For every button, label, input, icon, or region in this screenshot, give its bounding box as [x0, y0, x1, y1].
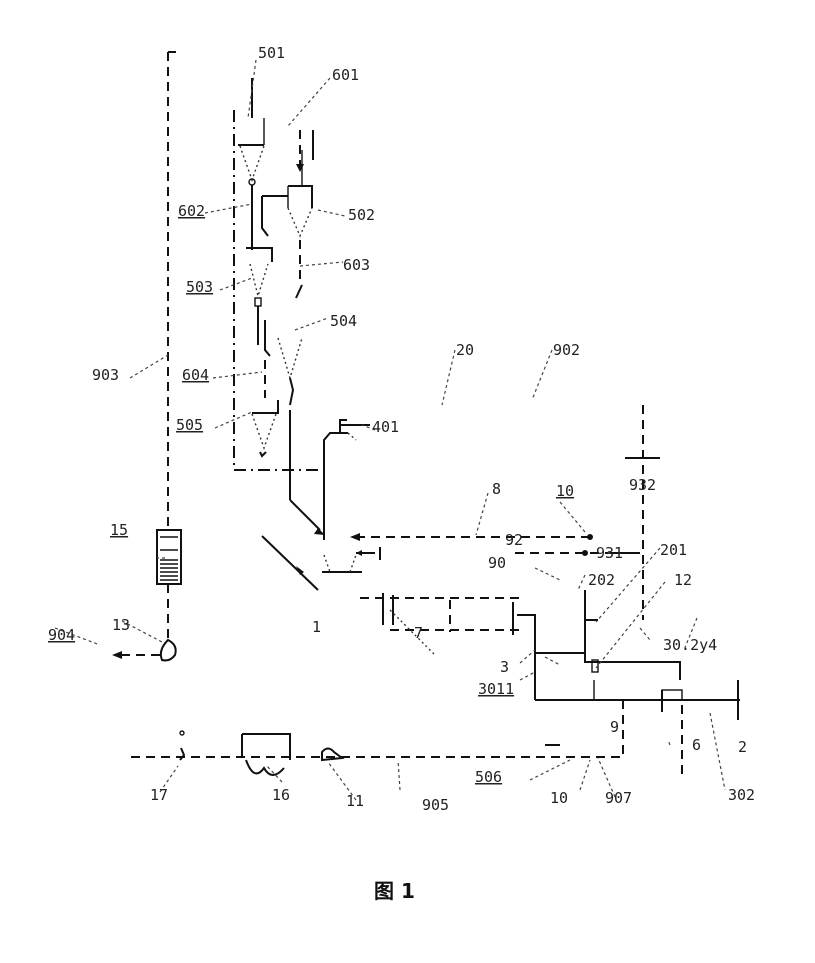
figure-caption: 图 1 [374, 879, 415, 903]
label-603: 603 [343, 256, 370, 274]
label-17: 17 [150, 786, 168, 804]
label-907: 907 [605, 789, 632, 807]
label-902: 902 [553, 341, 580, 359]
label-506: 506 [475, 768, 502, 786]
label-12: 12 [674, 571, 692, 589]
label-6: 6 [692, 736, 701, 754]
label-931: 931 [596, 544, 623, 562]
label-1: 1 [312, 618, 321, 636]
line-932 [625, 405, 660, 620]
label-601: 601 [332, 66, 359, 84]
bag-filter-16 [241, 733, 291, 776]
label-201: 201 [660, 541, 687, 559]
label-202: 202 [588, 571, 615, 589]
coal-pipe-lines [360, 593, 536, 656]
label-15: 15 [110, 521, 128, 539]
cyclone-503 [246, 247, 273, 357]
label-602: 602 [178, 202, 205, 220]
tertiary-air-line [350, 533, 640, 556]
cyclone-504 [277, 337, 303, 500]
label-20: 20 [456, 341, 474, 359]
label-903: 903 [92, 366, 119, 384]
label-10-lower: 10 [550, 789, 568, 807]
label-7: 7 [414, 624, 423, 642]
label-9: 9 [610, 718, 619, 736]
label-505: 505 [176, 416, 203, 434]
label-905: 905 [422, 796, 449, 814]
label-8: 8 [492, 480, 501, 498]
label-503: 503 [186, 278, 213, 296]
label-2: 2 [738, 738, 747, 756]
cyclone-501 [238, 78, 265, 186]
label-3: 3 [500, 658, 509, 676]
label-3011: 3011 [478, 680, 514, 698]
label-904: 904 [48, 626, 75, 644]
label-30-2y4: 30.2y4 [663, 636, 717, 654]
label-92: 92 [505, 531, 523, 549]
kiln-inlet [261, 535, 381, 591]
label-401: 401 [372, 418, 399, 436]
label-504: 504 [330, 312, 357, 330]
label-13: 13 [112, 616, 130, 634]
filter-15 [156, 529, 182, 585]
fan-11 [321, 747, 345, 762]
label-10-upper: 10 [556, 482, 574, 500]
label-11: 11 [346, 792, 364, 810]
cyclone-502 [287, 130, 314, 299]
calciner-401 [289, 419, 370, 540]
label-16: 16 [272, 786, 290, 804]
label-932: 932 [629, 476, 656, 494]
left-return-line [167, 51, 176, 640]
cyclone-505 [251, 360, 279, 458]
label-302: 302 [728, 786, 755, 804]
label-501: 501 [258, 44, 285, 62]
return-line-907 [130, 700, 624, 758]
label-502: 502 [348, 206, 375, 224]
fan-13 [112, 638, 177, 662]
label-604: 604 [182, 366, 209, 384]
grate-cooler-3 [534, 590, 740, 780]
valve-17 [179, 730, 186, 761]
label-90: 90 [488, 554, 506, 572]
